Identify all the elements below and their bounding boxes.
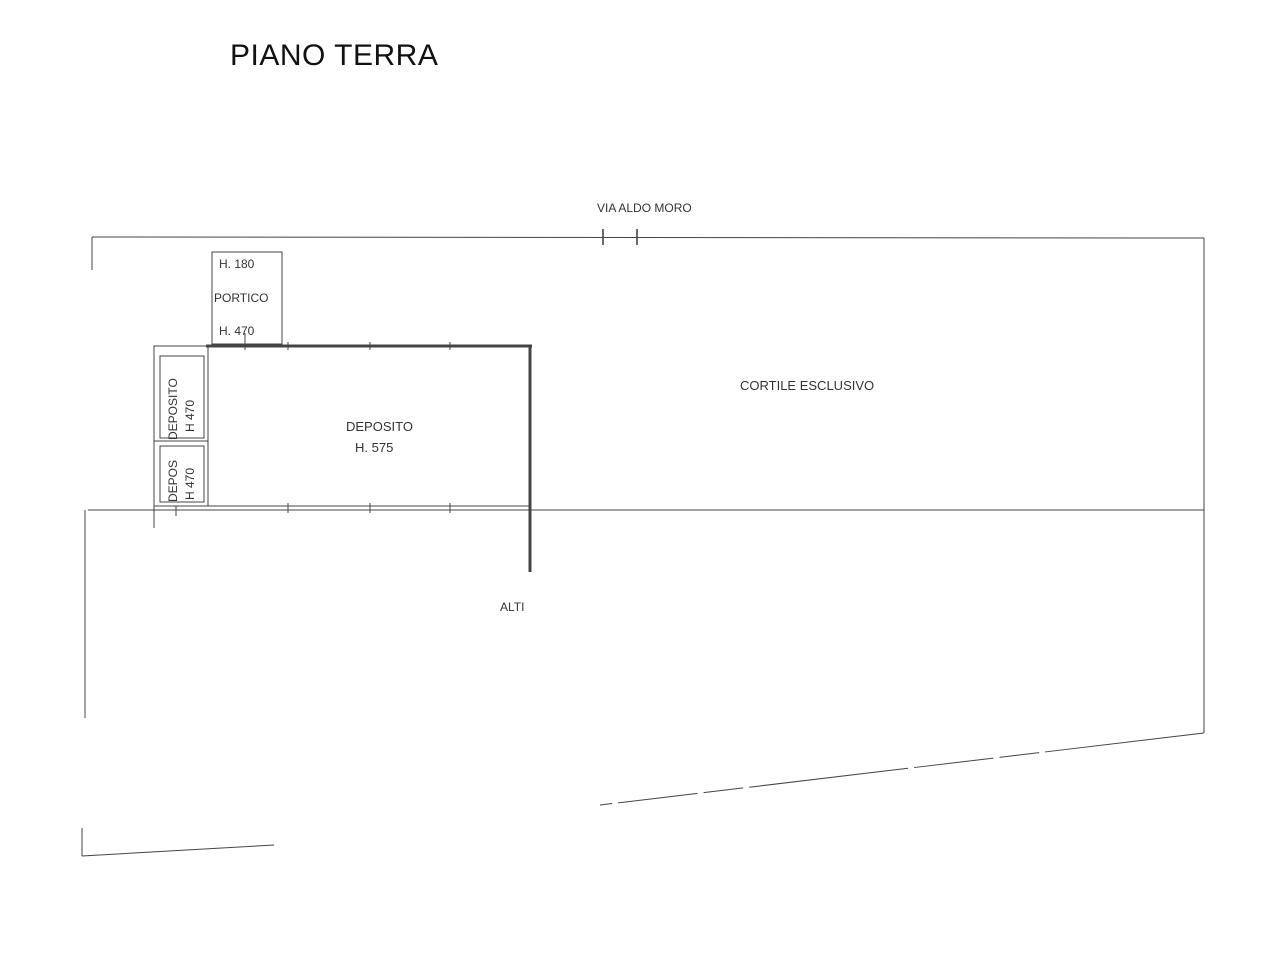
street-label: VIA ALDO MORO — [597, 201, 692, 215]
portico-height-bottom: H. 470 — [219, 324, 255, 338]
deposito-small-2-label: DEPOS — [166, 460, 180, 502]
plan-title: PIANO TERRA — [230, 39, 438, 72]
small-deposito-rooms — [153, 345, 209, 528]
courtyard-label: CORTILE ESCLUSIVO — [740, 378, 874, 393]
portico-label: PORTICO — [214, 291, 268, 305]
portico-height-top: H. 180 — [219, 257, 255, 271]
deposito-main-label: DEPOSITO — [346, 419, 413, 434]
deposito-small-1-label: DEPOSITO — [166, 378, 180, 440]
lot-boundary — [81, 229, 1205, 857]
deposito-small-2-height: H 470 — [183, 468, 197, 500]
deposito-small-1-height: H 470 — [183, 400, 197, 432]
other-property-label: ALTI — [500, 600, 524, 614]
deposito-main-height: H. 575 — [355, 440, 393, 455]
deposito-main-block — [206, 342, 532, 572]
